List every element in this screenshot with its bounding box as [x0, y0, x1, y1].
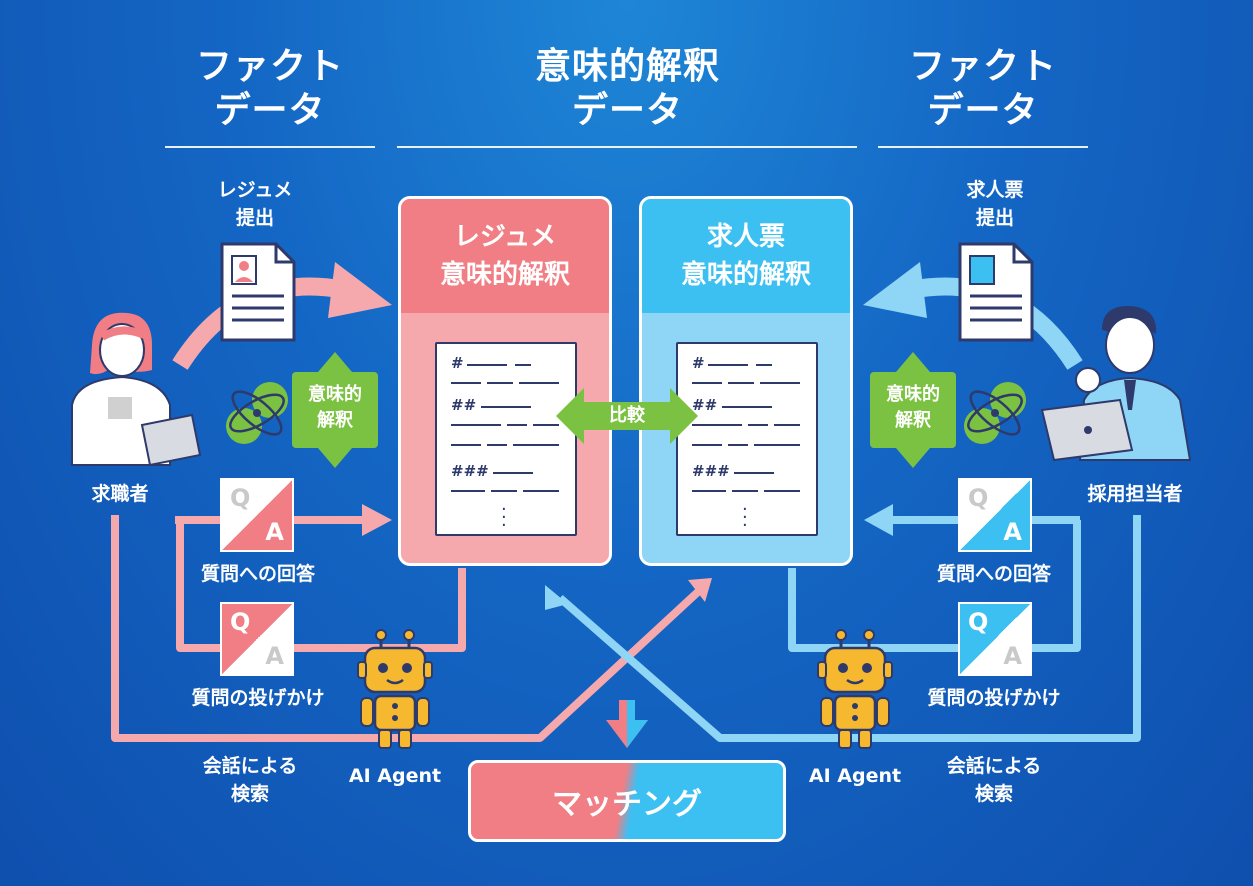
search-label-right: 会話による 検索: [946, 755, 1042, 805]
ai-agent-label-right: AI Agent: [808, 765, 902, 787]
semantic-tag-left: 意味的 解釈: [292, 372, 378, 448]
header-right-rule: [878, 146, 1088, 148]
atom-icon-left: [226, 382, 288, 444]
qa-answer-icon-right: Q A: [958, 478, 1032, 552]
header-right: ファクト データ: [908, 45, 1057, 131]
header-center: 意味的解釈 データ: [534, 45, 720, 131]
ai-agent-label-left: AI Agent: [348, 765, 442, 787]
matching-label: マッチング: [552, 787, 702, 822]
job-card-title: 求人票 意味的解釈: [642, 199, 850, 313]
job-submit-label: 求人票 提出: [966, 179, 1024, 229]
resume-card-title: レジュメ 意味的解釈: [401, 199, 609, 313]
recruiter-label: 採用担当者: [1087, 483, 1183, 505]
semantic-tag-right: 意味的 解釈: [870, 372, 956, 448]
qa-ask-label-left: 質問の投げかけ: [191, 687, 325, 709]
semantic-tag-arrow-left: [318, 352, 352, 468]
ai-agent-robot-right: [817, 629, 893, 749]
job-seeker-icon: [71, 312, 202, 467]
atom-icon-right: [964, 382, 1026, 444]
compare-double-arrow: [556, 388, 698, 444]
header-left: ファクト データ: [195, 45, 344, 131]
job-seeker-label: 求職者: [91, 483, 149, 505]
matching-box: マッチング: [468, 760, 786, 842]
qa-ask-label-right: 質問の投げかけ: [927, 687, 1061, 709]
job-structured-doc: # ## ### ···: [676, 342, 818, 536]
resume-document-icon: [220, 242, 296, 342]
recruiter-icon: [1040, 305, 1192, 462]
resume-submit-label: レジュメ 提出: [217, 179, 293, 229]
qa-answer-label-left: 質問への回答: [200, 563, 315, 585]
qa-ask-icon-right: Q A: [958, 602, 1032, 676]
compare-label: 比較: [609, 405, 645, 426]
qa-answer-icon-left: Q A: [220, 478, 294, 552]
header-left-rule: [165, 146, 375, 148]
header-center-rule: [397, 146, 857, 148]
qa-ask-icon-left: Q A: [220, 602, 294, 676]
job-posting-document-icon: [958, 242, 1034, 342]
ai-agent-robot-left: [357, 629, 433, 749]
search-label-left: 会話による 検索: [202, 755, 298, 805]
qa-answer-label-right: 質問への回答: [936, 563, 1051, 585]
resume-structured-doc: # ## ### ···: [435, 342, 577, 536]
semantic-tag-arrow-right: [896, 352, 930, 468]
